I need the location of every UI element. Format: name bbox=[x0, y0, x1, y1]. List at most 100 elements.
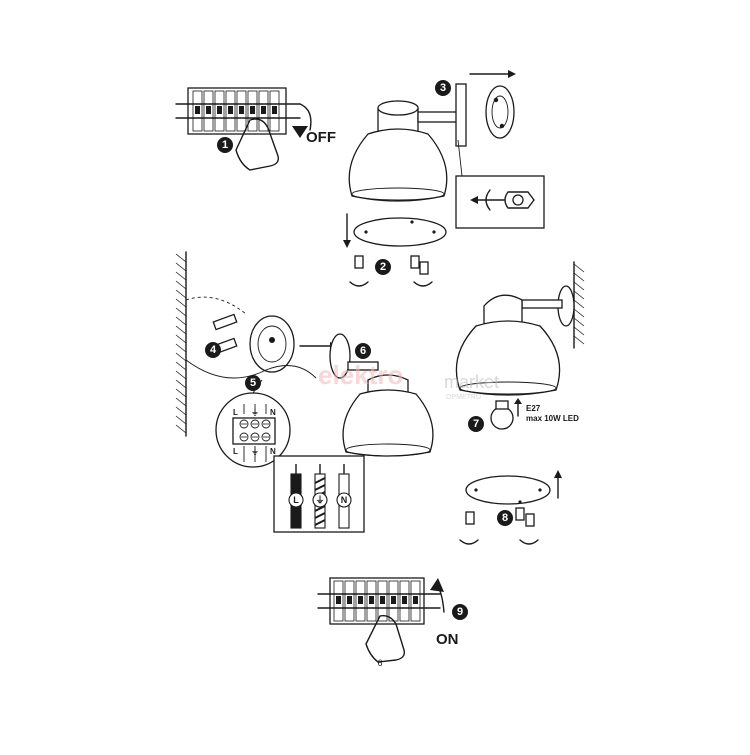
breaker-switch bbox=[239, 106, 244, 114]
step3-lamp bbox=[348, 70, 516, 202]
wire-symbol-circle bbox=[288, 492, 304, 508]
step5-terminal-block: L ⏚ N L ⏚ N bbox=[215, 379, 291, 468]
breaker-switch bbox=[347, 596, 352, 604]
arrow-head-icon bbox=[292, 126, 308, 138]
wall-hatch bbox=[175, 307, 187, 317]
breaker-switch bbox=[380, 596, 385, 604]
watermark-sub: OPMETRU bbox=[446, 394, 481, 401]
step4-badge: 4 bbox=[205, 342, 221, 358]
breaker-switch bbox=[369, 596, 374, 604]
wall-hatch bbox=[573, 308, 585, 318]
breaker-switch bbox=[358, 596, 363, 604]
step6-badge: 6 bbox=[355, 343, 371, 359]
on-label: ON bbox=[436, 631, 459, 648]
svg-text:6: 6 bbox=[360, 345, 366, 357]
wall-hatch bbox=[175, 253, 187, 263]
terminal-label-top-l: L bbox=[233, 408, 238, 417]
svg-text:4: 4 bbox=[210, 344, 217, 356]
step5-badge: 5 bbox=[245, 375, 261, 391]
step2-glass-plate bbox=[343, 213, 447, 287]
step2-badge: 2 bbox=[375, 259, 391, 275]
terminal-label-bot-n: N bbox=[270, 447, 276, 456]
wall-hatch bbox=[175, 379, 187, 389]
svg-text:1: 1 bbox=[222, 139, 228, 151]
wire-symbol-circle bbox=[312, 492, 328, 508]
wire-symbol-label: N bbox=[341, 495, 348, 505]
breaker-module bbox=[399, 580, 410, 622]
wall-hatch bbox=[573, 317, 585, 327]
wall-hatch bbox=[175, 343, 187, 353]
wall-plate bbox=[485, 85, 515, 139]
breaker-module bbox=[344, 580, 355, 622]
breaker-switch bbox=[336, 596, 341, 604]
breaker-switch bbox=[195, 106, 200, 114]
wall-hatch bbox=[175, 262, 187, 272]
screw-icon bbox=[349, 255, 369, 287]
svg-text:9: 9 bbox=[457, 606, 463, 618]
breaker-module bbox=[214, 90, 225, 132]
breaker-module bbox=[203, 90, 214, 132]
breaker-switch bbox=[272, 106, 277, 114]
svg-text:5: 5 bbox=[250, 377, 256, 389]
page-number: 6 bbox=[377, 658, 382, 668]
wall-hatch bbox=[175, 397, 187, 407]
terminal-label-top-n: N bbox=[270, 408, 276, 417]
terminal-label-bot-pe: ⏚ bbox=[251, 447, 259, 456]
wall-hatch bbox=[175, 388, 187, 398]
wall-right bbox=[573, 261, 585, 349]
breaker-module bbox=[410, 580, 421, 622]
mounting-plate bbox=[249, 315, 295, 373]
wall-hatch bbox=[175, 361, 187, 371]
bulb-icon bbox=[490, 398, 522, 430]
step3-badge: 3 bbox=[435, 80, 451, 96]
hand-icon bbox=[235, 118, 280, 171]
svg-text:3: 3 bbox=[440, 82, 446, 94]
step1-badge: 1 bbox=[217, 137, 233, 153]
breaker-module bbox=[269, 90, 280, 132]
wall-hatch bbox=[175, 298, 187, 308]
wall-hatch bbox=[573, 281, 585, 291]
screw-icon bbox=[459, 511, 479, 545]
wall-plug-icon bbox=[212, 313, 238, 331]
breaker-switch bbox=[217, 106, 222, 114]
breaker-module bbox=[366, 580, 377, 622]
breaker-module bbox=[333, 580, 344, 622]
wall-hatch bbox=[175, 415, 187, 425]
wall-hatch bbox=[573, 272, 585, 282]
wall-hatch bbox=[175, 289, 187, 299]
step1-breaker-panel bbox=[175, 87, 312, 171]
terminal-label-bot-l: L bbox=[233, 447, 238, 456]
svg-text:7: 7 bbox=[473, 418, 479, 430]
breaker-switch bbox=[206, 106, 211, 114]
breaker-module bbox=[236, 90, 247, 132]
step7-lamp bbox=[455, 285, 575, 396]
step8-badge: 8 bbox=[497, 510, 513, 526]
step6-lamp-attach bbox=[329, 333, 434, 457]
wall-hatch bbox=[175, 316, 187, 326]
breaker-module bbox=[355, 580, 366, 622]
wall-hatch bbox=[573, 335, 585, 345]
rotate-arrow-icon bbox=[485, 189, 491, 211]
wire-legend-box: L⏚N bbox=[273, 455, 365, 533]
bulb-type-label: E27 bbox=[526, 404, 541, 413]
bulb-power-label: max 10W LED bbox=[526, 414, 579, 423]
step9-badge: 9 bbox=[452, 604, 468, 620]
screw-icon bbox=[410, 255, 433, 287]
watermark-brand: elektro bbox=[318, 360, 403, 390]
wire-symbol-label: ⏚ bbox=[315, 495, 324, 505]
step4-mounting bbox=[185, 296, 338, 379]
arrow-head-icon bbox=[430, 578, 444, 592]
svg-text:2: 2 bbox=[380, 261, 386, 273]
wall-hatch bbox=[573, 326, 585, 336]
step8-glass-plate bbox=[459, 470, 562, 545]
breaker-module bbox=[192, 90, 203, 132]
breaker-switch bbox=[391, 596, 396, 604]
wall-hatch bbox=[175, 271, 187, 281]
terminal-label-top-pe: ⏚ bbox=[251, 408, 259, 417]
wall-left bbox=[175, 251, 187, 437]
screw-icon bbox=[515, 507, 539, 545]
step9-breaker-panel bbox=[317, 577, 445, 663]
step7-badge: 7 bbox=[468, 416, 484, 432]
